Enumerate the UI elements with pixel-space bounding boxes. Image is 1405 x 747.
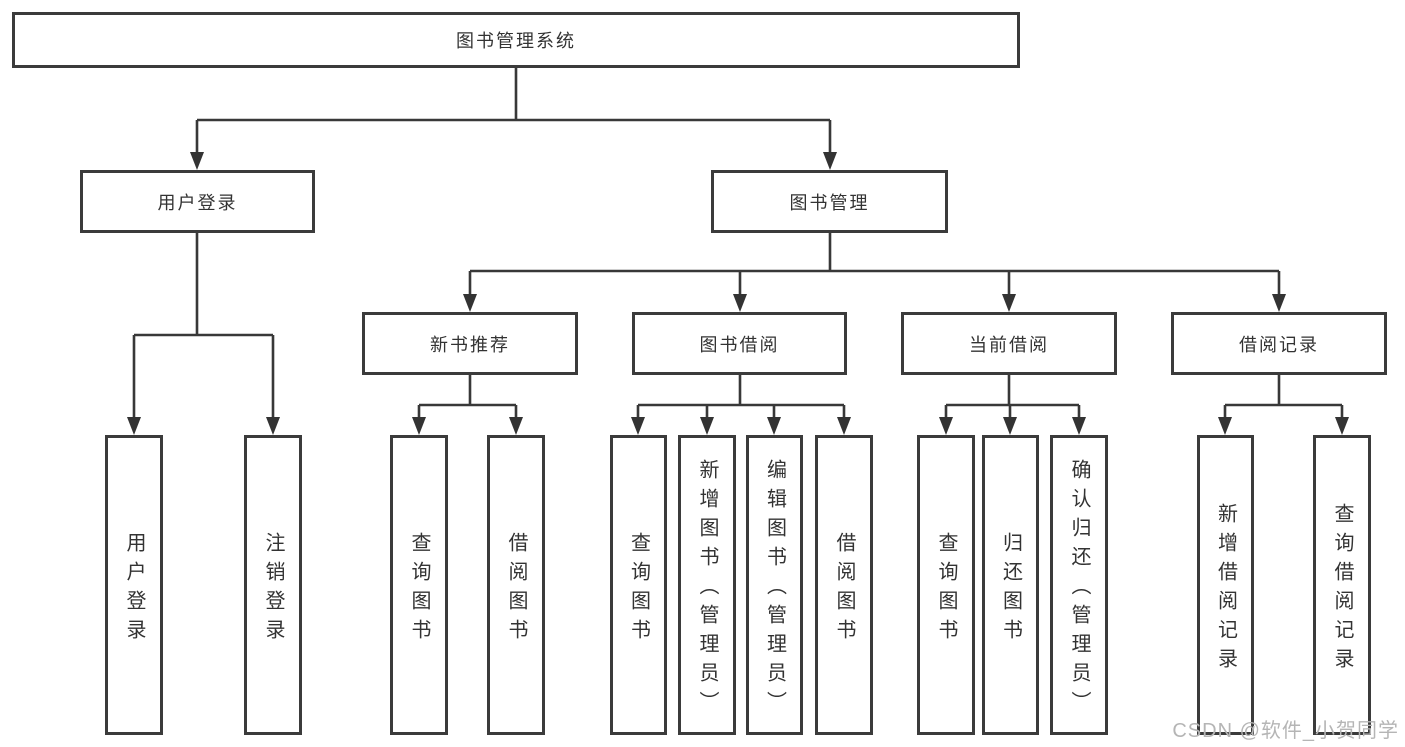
node-book-borrow-label: 图书借阅 [699, 334, 780, 355]
leaf-confirm-return-admin: 确认归还（管理员） [1050, 435, 1108, 735]
node-book-management: 图书管理 [711, 170, 948, 233]
connector-book-mgmt-to-level3 [468, 233, 1281, 298]
node-borrow-record-label: 借阅记录 [1239, 334, 1319, 355]
leaf-return-book-label: 归还图书 [999, 531, 1022, 648]
node-book-management-label: 图书管理 [789, 192, 870, 213]
leaf-borrow-book-1-label: 借阅图书 [505, 531, 527, 648]
leaf-add-borrow-record: 新增借阅记录 [1197, 435, 1254, 735]
leaf-confirm-return-admin-label: 确认归还（管理员） [1068, 459, 1090, 720]
leaf-query-book-2-label: 查询图书 [627, 531, 650, 648]
leaf-user-login-label: 用户登录 [123, 531, 145, 648]
node-current-borrow-label: 当前借阅 [969, 334, 1049, 355]
node-new-book-recommend-label: 新书推荐 [430, 334, 510, 355]
connector-new-book-rec-to-leaves [417, 375, 518, 421]
leaf-return-book: 归还图书 [982, 435, 1039, 735]
leaf-borrow-book-1: 借阅图书 [487, 435, 545, 735]
node-user-login-label: 用户登录 [157, 192, 238, 213]
node-root: 图书管理系统 [12, 12, 1020, 68]
connector-root-to-level2 [195, 68, 832, 156]
leaf-user-login: 用户登录 [105, 435, 163, 735]
node-book-borrow: 图书借阅 [632, 312, 847, 375]
leaf-edit-book-admin: 编辑图书（管理员） [746, 435, 803, 735]
leaf-add-book-admin: 新增图书（管理员） [678, 435, 736, 735]
leaf-add-book-admin-label: 新增图书（管理员） [696, 459, 718, 720]
csdn-watermark: CSDN @软件_小贺同学 [1172, 720, 1399, 742]
leaf-query-book-1-label: 查询图书 [408, 531, 430, 648]
leaf-query-borrow-record-label: 查询借阅记录 [1331, 502, 1353, 677]
node-borrow-record: 借阅记录 [1171, 312, 1387, 375]
leaf-query-borrow-record: 查询借阅记录 [1313, 435, 1371, 735]
leaf-logout-label: 注销登录 [262, 531, 284, 648]
leaf-borrow-book-2: 借阅图书 [815, 435, 873, 735]
leaf-query-book-1: 查询图书 [390, 435, 448, 735]
connector-current-borrow-to-leaves [944, 375, 1081, 421]
connector-user-login-to-leaves [132, 233, 275, 421]
connector-borrow-record-to-leaves [1223, 375, 1344, 421]
leaf-borrow-book-2-label: 借阅图书 [833, 531, 855, 648]
node-root-label: 图书管理系统 [456, 31, 576, 51]
leaf-edit-book-admin-label: 编辑图书（管理员） [763, 459, 786, 720]
connector-book-borrow-to-leaves [636, 375, 846, 421]
leaf-query-book-3: 查询图书 [917, 435, 975, 735]
node-user-login: 用户登录 [80, 170, 315, 233]
leaf-add-borrow-record-label: 新增借阅记录 [1214, 502, 1237, 677]
node-current-borrow: 当前借阅 [901, 312, 1117, 375]
leaf-logout: 注销登录 [244, 435, 302, 735]
leaf-query-book-2: 查询图书 [610, 435, 667, 735]
node-new-book-recommend: 新书推荐 [362, 312, 578, 375]
leaf-query-book-3-label: 查询图书 [935, 531, 957, 648]
